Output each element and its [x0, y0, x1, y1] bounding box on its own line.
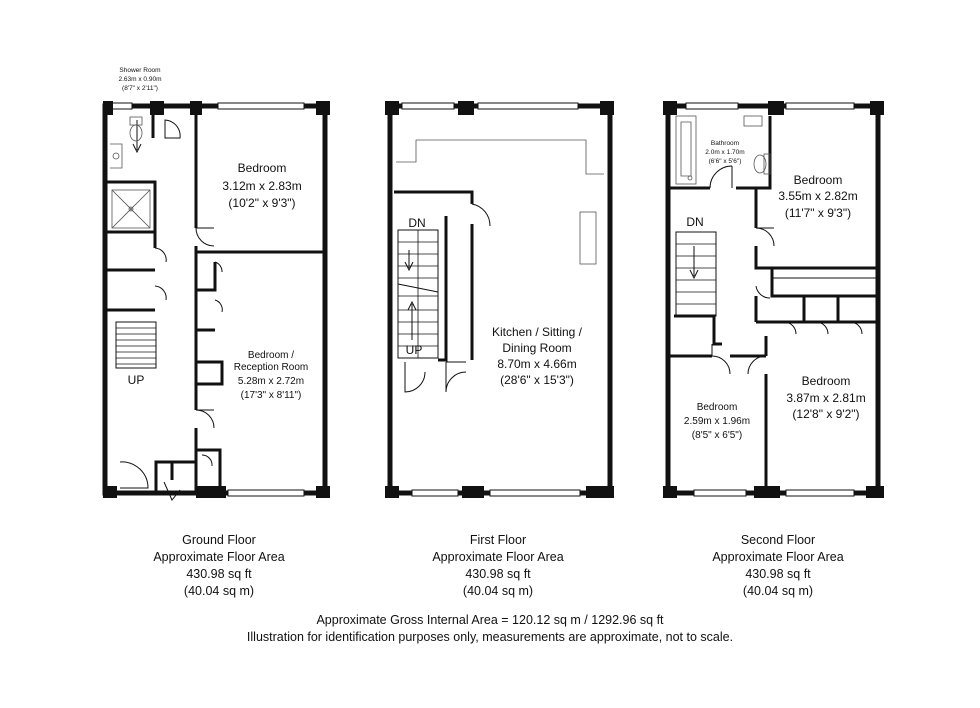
kitchen-metric: 8.70m x 4.66m: [497, 357, 576, 371]
sf-bedroom3-imperial: (12'8" x 9'2"): [792, 407, 859, 421]
second-floor-caption: Second Floor Approximate Floor Area 430.…: [648, 532, 908, 600]
second-floor-plan: [663, 101, 884, 498]
gf-stairs-up-label: UP: [128, 373, 145, 387]
ground-floor-area-label: Approximate Floor Area: [153, 550, 285, 564]
first-floor-sqft: 430.98 sq ft: [465, 567, 531, 581]
bathroom-name: Bathroom: [711, 140, 739, 147]
reception-name-line2: Reception Room: [234, 362, 308, 373]
sf-bedroom2-name: Bedroom: [697, 402, 738, 413]
reception-imperial: (17'3" x 8'11"): [241, 390, 302, 401]
shower-room-imperial: (8'7" x 2'11"): [122, 85, 158, 92]
first-floor-name: First Floor: [469, 533, 527, 547]
second-floor-sqft: 430.98 sq ft: [745, 567, 811, 581]
first-floor-plan: [385, 101, 614, 498]
kitchen-name-line2: Dining Room: [502, 341, 571, 355]
sf-bedroom3-metric: 3.87m x 2.81m: [786, 391, 865, 405]
ground-floor-sqm: (40.04 sq m): [183, 584, 255, 598]
bathroom-metric: 2.0m x 1.70m: [705, 149, 744, 156]
kitchen-name-line1: Kitchen / Sitting /: [492, 325, 583, 339]
gross-internal-area: Approximate Gross Internal Area = 120.12…: [316, 613, 664, 627]
second-floor-area-label: Approximate Floor Area: [712, 550, 844, 564]
reception-name-line1: Bedroom /: [248, 350, 294, 361]
gf-bedroom-name: Bedroom: [238, 161, 287, 175]
disclaimer: Illustration for identification purposes…: [246, 630, 734, 644]
sf-bedroom1-name: Bedroom: [794, 173, 843, 187]
gf-bedroom-metric: 3.12m x 2.83m: [222, 179, 301, 193]
gf-bedroom-imperial: (10'2" x 9'3"): [228, 196, 295, 210]
shower-room-name: Shower Room: [119, 67, 160, 74]
first-floor-caption: First Floor Approximate Floor Area 430.9…: [368, 532, 628, 600]
kitchen-imperial: (28'6" x 15'3"): [500, 373, 574, 387]
first-floor-sqm: (40.04 sq m): [462, 584, 534, 598]
bathroom-imperial: (6'6" x 5'6"): [709, 158, 742, 165]
reception-metric: 5.28m x 2.72m: [238, 376, 304, 387]
sf-bedroom1-imperial: (11'7" x 9'3"): [785, 206, 851, 220]
ff-stairs-down-label: DN: [408, 216, 425, 230]
ground-floor-caption: Ground Floor Approximate Floor Area 430.…: [89, 532, 349, 600]
sf-bedroom2-imperial: (8'5" x 6'5"): [692, 430, 742, 441]
ff-stairs-up-label: UP: [406, 343, 423, 357]
sf-bedroom1-metric: 3.55m x 2.82m: [778, 189, 857, 203]
shower-room-metric: 2.63m x 0.90m: [119, 76, 162, 83]
ground-floor-name: Ground Floor: [182, 533, 256, 547]
second-floor-sqm: (40.04 sq m): [742, 584, 814, 598]
ground-floor-plan: [102, 101, 330, 501]
sf-bedroom3-name: Bedroom: [802, 374, 851, 388]
sf-stairs-down-label: DN: [686, 215, 703, 229]
ground-floor-sqft: 430.98 sq ft: [186, 567, 252, 581]
second-floor-name: Second Floor: [740, 533, 816, 547]
sf-bedroom2-metric: 2.59m x 1.96m: [684, 416, 750, 427]
first-floor-area-label: Approximate Floor Area: [432, 550, 564, 564]
